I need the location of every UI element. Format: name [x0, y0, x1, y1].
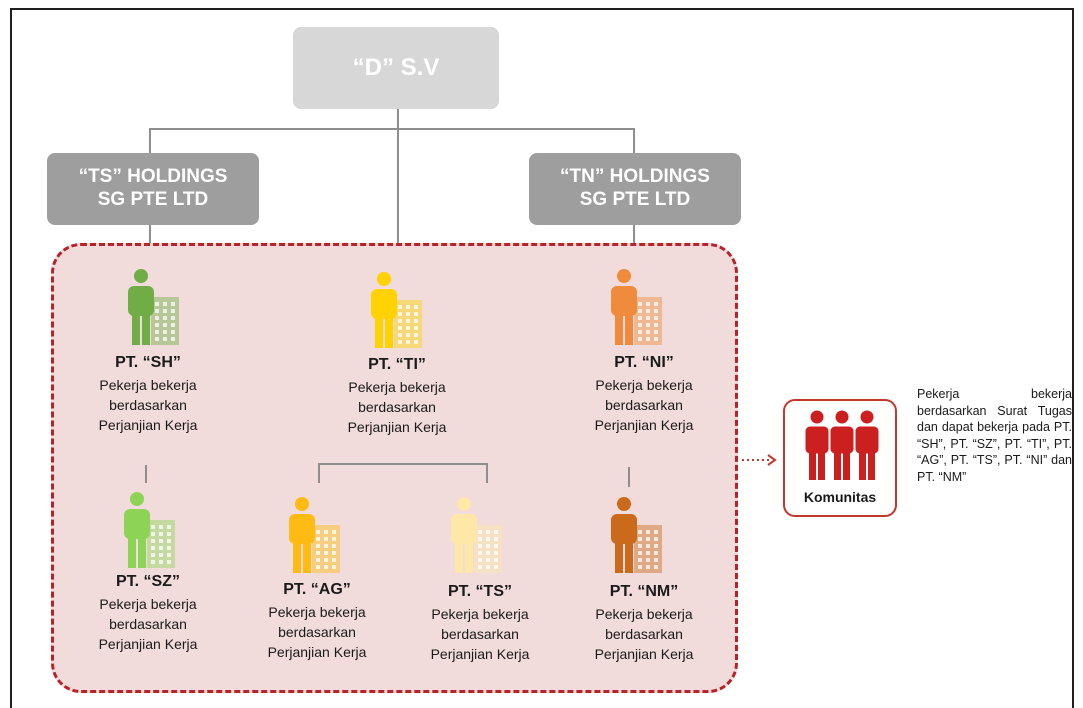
company-label-ti: PT. “TI” Pekerja bekerja berdasarkan Per…: [307, 356, 487, 437]
connector-line: [318, 463, 488, 465]
ts-holdings-box: “TS” HOLDINGS SG PTE LTD: [47, 153, 259, 225]
connector-line: [149, 225, 151, 255]
worker-building-icon: [611, 497, 662, 573]
parent-company-name: “D” S.V: [352, 53, 440, 81]
company-label-ag: PT. “AG” Pekerja bekerja berdasarkan Per…: [227, 581, 407, 662]
company-desc-line: Perjanjian Kerja: [267, 644, 367, 660]
company-name: PT. “SZ”: [115, 573, 180, 590]
worker-building-icon: [451, 497, 502, 573]
company-desc-line: berdasarkan: [358, 399, 436, 415]
company-desc-line: berdasarkan: [605, 397, 683, 413]
company-name: PT. “AG”: [283, 581, 351, 598]
company-name: PT. “TS”: [447, 583, 512, 600]
company-label-sz: PT. “SZ” Pekerja bekerja berdasarkan Per…: [58, 573, 238, 654]
worker-building-icon: [289, 497, 340, 573]
connector-line: [633, 128, 635, 154]
company-desc-line: Perjanjian Kerja: [347, 419, 447, 435]
company-label-ni: PT. “NI” Pekerja bekerja berdasarkan Per…: [554, 354, 734, 435]
worker-building-icon: [128, 269, 179, 345]
worker-building-icon: [371, 272, 422, 348]
company-name: PT. “NI”: [614, 354, 674, 371]
parent-company-box: “D” S.V: [293, 27, 499, 109]
company-desc-line: Perjanjian Kerja: [98, 417, 198, 433]
company-label-sh: PT. “SH” Pekerja bekerja berdasarkan Per…: [58, 354, 238, 435]
holding-name-line1: “TS” HOLDINGS: [78, 166, 228, 188]
company-desc-line: Pekerja bekerja: [348, 379, 446, 395]
company-name: PT. “SH”: [115, 354, 181, 371]
company-desc-line: Pekerja bekerja: [268, 604, 366, 620]
company-desc-line: berdasarkan: [109, 397, 187, 413]
company-desc-line: Pekerja bekerja: [595, 377, 693, 393]
company-desc-line: Pekerja bekerja: [99, 377, 197, 393]
komunitas-description: Pekerja bekerja berdasarkan Surat Tugas …: [917, 387, 1072, 484]
connector-line: [145, 465, 147, 483]
worker-building-icon: [124, 492, 175, 568]
company-desc-line: berdasarkan: [109, 616, 187, 632]
company-desc-line: Pekerja bekerja: [431, 606, 529, 622]
connector-line: [149, 128, 635, 130]
company-label-ts: PT. “TS” Pekerja bekerja berdasarkan Per…: [390, 583, 570, 664]
connector-line: [628, 467, 630, 487]
company-desc-line: Perjanjian Kerja: [98, 636, 198, 652]
company-desc-line: Perjanjian Kerja: [594, 417, 694, 433]
connector-line: [149, 128, 151, 154]
worker-building-icon: [611, 269, 662, 345]
company-desc-line: Pekerja bekerja: [99, 596, 197, 612]
company-name: PT. “TI”: [368, 356, 426, 373]
dotted-arrow: [742, 454, 777, 466]
diagram-frame: [10, 8, 1074, 708]
connector-line: [486, 463, 488, 483]
company-desc-line: berdasarkan: [441, 626, 519, 642]
community-people-icon: [804, 409, 880, 480]
company-desc-line: berdasarkan: [605, 626, 683, 642]
company-label-nm: PT. “NM” Pekerja bekerja berdasarkan Per…: [554, 583, 734, 664]
company-desc-line: Pekerja bekerja: [595, 606, 693, 622]
holding-name-line2: SG PTE LTD: [97, 189, 209, 210]
company-name: PT. “NM”: [609, 583, 679, 600]
holding-name-line1: “TN” HOLDINGS: [560, 166, 710, 188]
connector-line: [318, 463, 320, 483]
company-desc-line: Perjanjian Kerja: [430, 646, 530, 662]
komunitas-box: Komunitas: [783, 399, 897, 517]
holding-name-line2: SG PTE LTD: [579, 189, 691, 210]
komunitas-label: Komunitas: [803, 489, 877, 505]
connector-line: [397, 109, 399, 252]
company-desc-line: Perjanjian Kerja: [594, 646, 694, 662]
tn-holdings-box: “TN” HOLDINGS SG PTE LTD: [529, 153, 741, 225]
connector-line: [633, 225, 635, 255]
company-desc-line: berdasarkan: [278, 624, 356, 640]
